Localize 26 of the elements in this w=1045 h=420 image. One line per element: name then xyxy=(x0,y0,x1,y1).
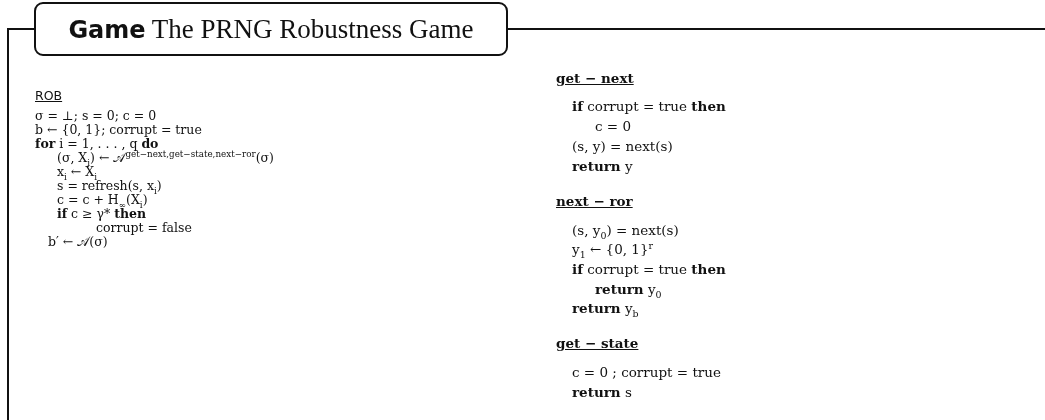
code-line: return s xyxy=(572,385,632,400)
title-box xyxy=(34,2,508,56)
procedure-heading: get − next xyxy=(556,71,634,86)
code-line: y$_{1}$ ← {0, 1}$^{r}$ xyxy=(572,242,653,257)
code-line: σ = ⊥; s = 0; c = 0 xyxy=(35,108,157,123)
procedure-heading: next − ror xyxy=(556,194,633,209)
code-line: b′ ← 𝒜(σ) xyxy=(48,234,108,249)
code-line: (σ, X$_{i}$) ← 𝒜$^{get−next,get−state,next−ror}$(σ) xyxy=(57,150,274,165)
code-line: return y$_{0}$ xyxy=(595,282,662,297)
code-line: x$_{i}$ ← X$_{i}$ xyxy=(57,164,97,179)
code-line: corrupt = false xyxy=(96,220,192,235)
code-line: c = 0 xyxy=(595,119,632,134)
code-line: for i = 1, . . . , q do xyxy=(35,136,159,151)
title-text: Game The PRNG Robustness Game xyxy=(68,13,474,45)
code-line: return y xyxy=(572,159,633,174)
procedure-heading: ROB xyxy=(35,88,63,103)
code-line: if corrupt = true then xyxy=(572,99,726,114)
code-line: if c ≥ γ* then xyxy=(57,206,147,221)
code-line: return y$_{b}$ xyxy=(572,301,639,316)
code-line: b ← {0, 1}; corrupt = true xyxy=(35,122,202,137)
code-line: c = 0 ; corrupt = true xyxy=(572,365,721,380)
code-line: c = c + H$_{∞}$(X$_{i}$) xyxy=(57,192,148,207)
code-line: if corrupt = true then xyxy=(572,262,726,277)
code-line: (s, y) = next(s) xyxy=(572,139,673,154)
code-line: (s, y$_{0}$) = next(s) xyxy=(572,223,679,238)
procedure-heading: get − state xyxy=(556,336,639,351)
